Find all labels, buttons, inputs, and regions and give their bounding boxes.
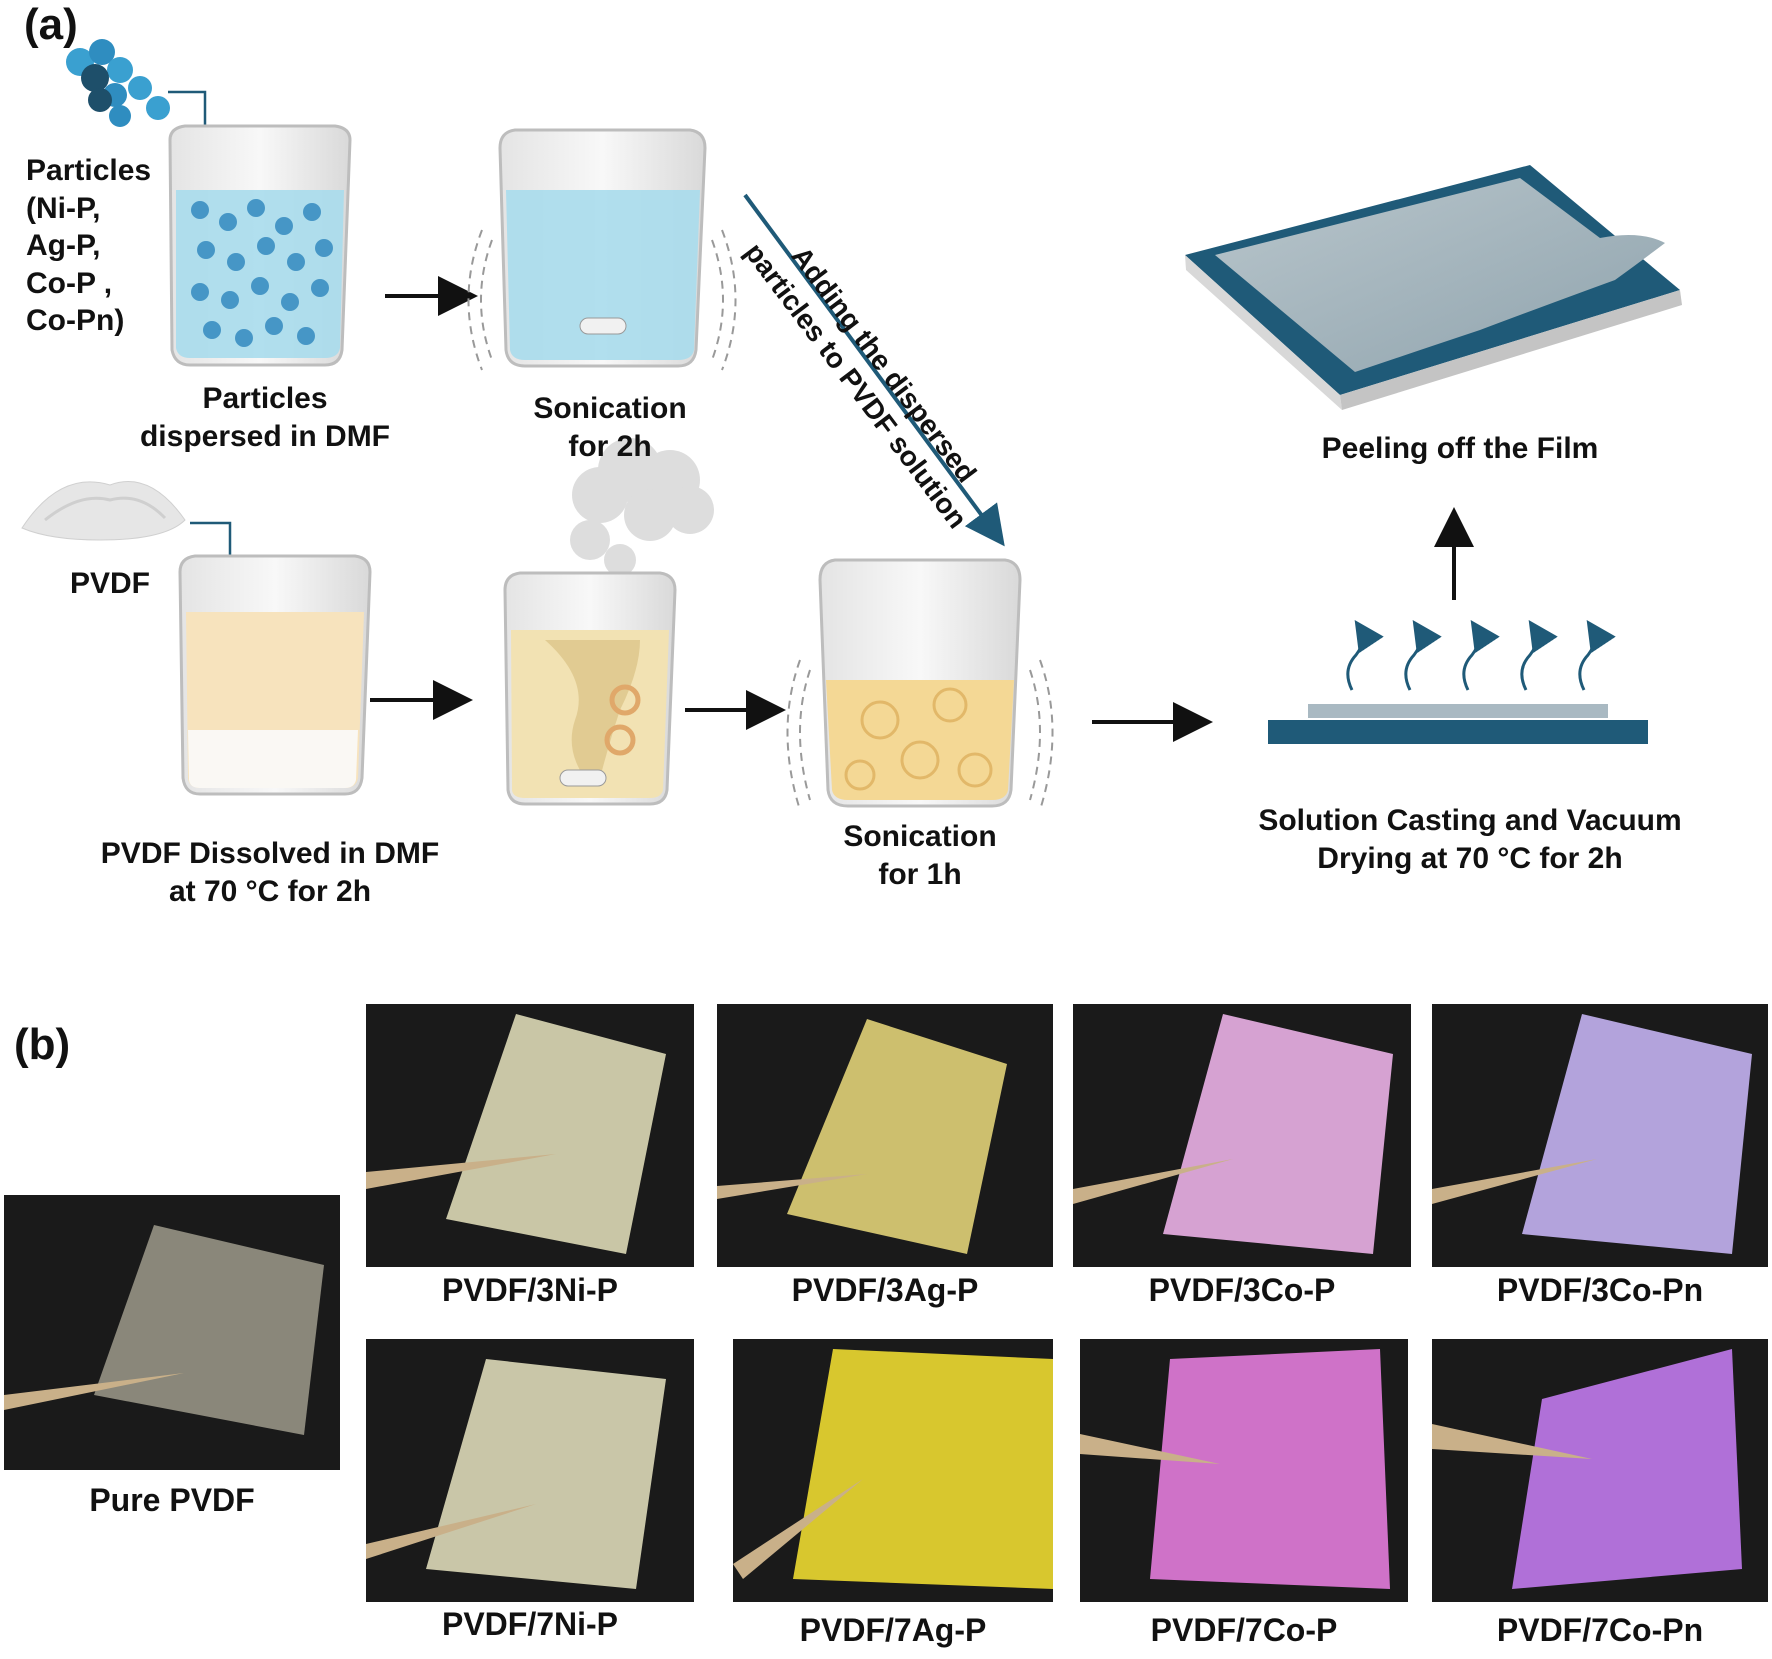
photo-3co-pn: [1432, 1004, 1768, 1267]
panel-a-tag: (a): [24, 0, 78, 49]
sonication-2h-label: Sonication for 2h: [490, 390, 730, 465]
particles-label-line: Ag-P,: [26, 229, 101, 262]
caption-7co-p: PVDF/7Co-P: [1150, 1612, 1338, 1648]
film-photo-graphic: [733, 1349, 1053, 1589]
caption-3ag-p: PVDF/3Ag-P: [791, 1272, 979, 1308]
peeling-label: Peeling off the Film: [1321, 432, 1599, 465]
particles-label-line: Co-Pn): [26, 304, 125, 337]
beaker-pvdf-dmf-icon: [178, 554, 372, 796]
caption-7ni-p: PVDF/7Ni-P: [441, 1606, 619, 1642]
film-photo-graphic: [717, 1019, 1007, 1254]
sonication-1h-label: Sonication for 1h: [800, 818, 1040, 893]
beaker-sonication-1h-icon: [786, 558, 1054, 811]
panel-b-tag: (b): [14, 1020, 71, 1069]
film-photo-graphic: [1432, 1014, 1752, 1254]
caption-7co-pn: PVDF/7Co-Pn: [1496, 1612, 1704, 1648]
pvdf-powder-icon: [21, 481, 186, 541]
casting-plate-icon: [1268, 620, 1648, 744]
caption-3co-p: PVDF/3Co-P: [1148, 1272, 1336, 1308]
photo-7co-p: [1080, 1339, 1408, 1602]
film-photo-graphic: [366, 1014, 666, 1254]
film-photo-graphic: [1080, 1349, 1390, 1589]
dissolved-label: PVDF Dissolved in DMF at 70 °C for 2h: [70, 835, 470, 910]
film-photo-graphic: [1073, 1014, 1393, 1254]
beaker-heating-icon: [503, 571, 677, 806]
particles-label: Particles (Ni-P, Ag-P, Co-P , Co-Pn): [26, 152, 151, 340]
dispersed-label-line: dispersed in DMF: [139, 419, 391, 453]
photo-3ag-p: [717, 1004, 1053, 1267]
photo-3co-p: [1073, 1004, 1411, 1267]
film-photo-graphic: [4, 1225, 324, 1435]
sonication-2h-line: Sonication: [533, 392, 687, 425]
particles-label-line: Co-P ,: [26, 266, 113, 300]
photo-3ni-p: [366, 1004, 694, 1267]
casting-label: Solution Casting and Vacuum Drying at 70…: [1220, 802, 1720, 877]
beaker-particles-icon: [168, 124, 352, 367]
sonication-2h-line: for 2h: [568, 429, 652, 463]
photo-pure-pvdf: [4, 1195, 340, 1470]
caption-7ag-p: PVDF/7Ag-P: [799, 1612, 987, 1648]
photo-7co-pn: [1432, 1339, 1768, 1602]
peeling-film-icon: [1185, 165, 1682, 410]
pvdf-label: PVDF: [70, 567, 151, 600]
particle-cluster-icon: [66, 39, 170, 127]
caption-3ni-p: PVDF/3Ni-P: [441, 1272, 619, 1308]
film-photo-graphic: [1432, 1349, 1742, 1589]
sonication-1h-line: Sonication: [843, 820, 997, 853]
steam-icon: [570, 438, 714, 576]
process-diagram: [21, 39, 1682, 811]
particles-label-line: (Ni-P,: [26, 191, 101, 225]
photo-7ni-p: [366, 1339, 694, 1602]
dispersed-label-line: Particles: [202, 382, 328, 415]
caption-3co-pn: PVDF/3Co-Pn: [1496, 1272, 1704, 1308]
beaker-sonication-2h-icon: [467, 128, 737, 371]
particles-label-line: Particles: [26, 154, 152, 187]
photo-7ag-p: [733, 1339, 1053, 1602]
sonication-1h-line: for 1h: [878, 857, 962, 891]
dissolved-label-line: PVDF Dissolved in DMF: [100, 837, 440, 870]
casting-label-line: Solution Casting and Vacuum: [1258, 804, 1682, 837]
dispersed-label: Particles dispersed in DMF: [110, 380, 420, 455]
caption-pure-pvdf: Pure PVDF: [89, 1482, 255, 1518]
casting-label-line: Drying at 70 °C for 2h: [1317, 841, 1623, 875]
dissolved-label-line: at 70 °C for 2h: [168, 874, 372, 908]
film-photo-graphic: [366, 1359, 666, 1589]
